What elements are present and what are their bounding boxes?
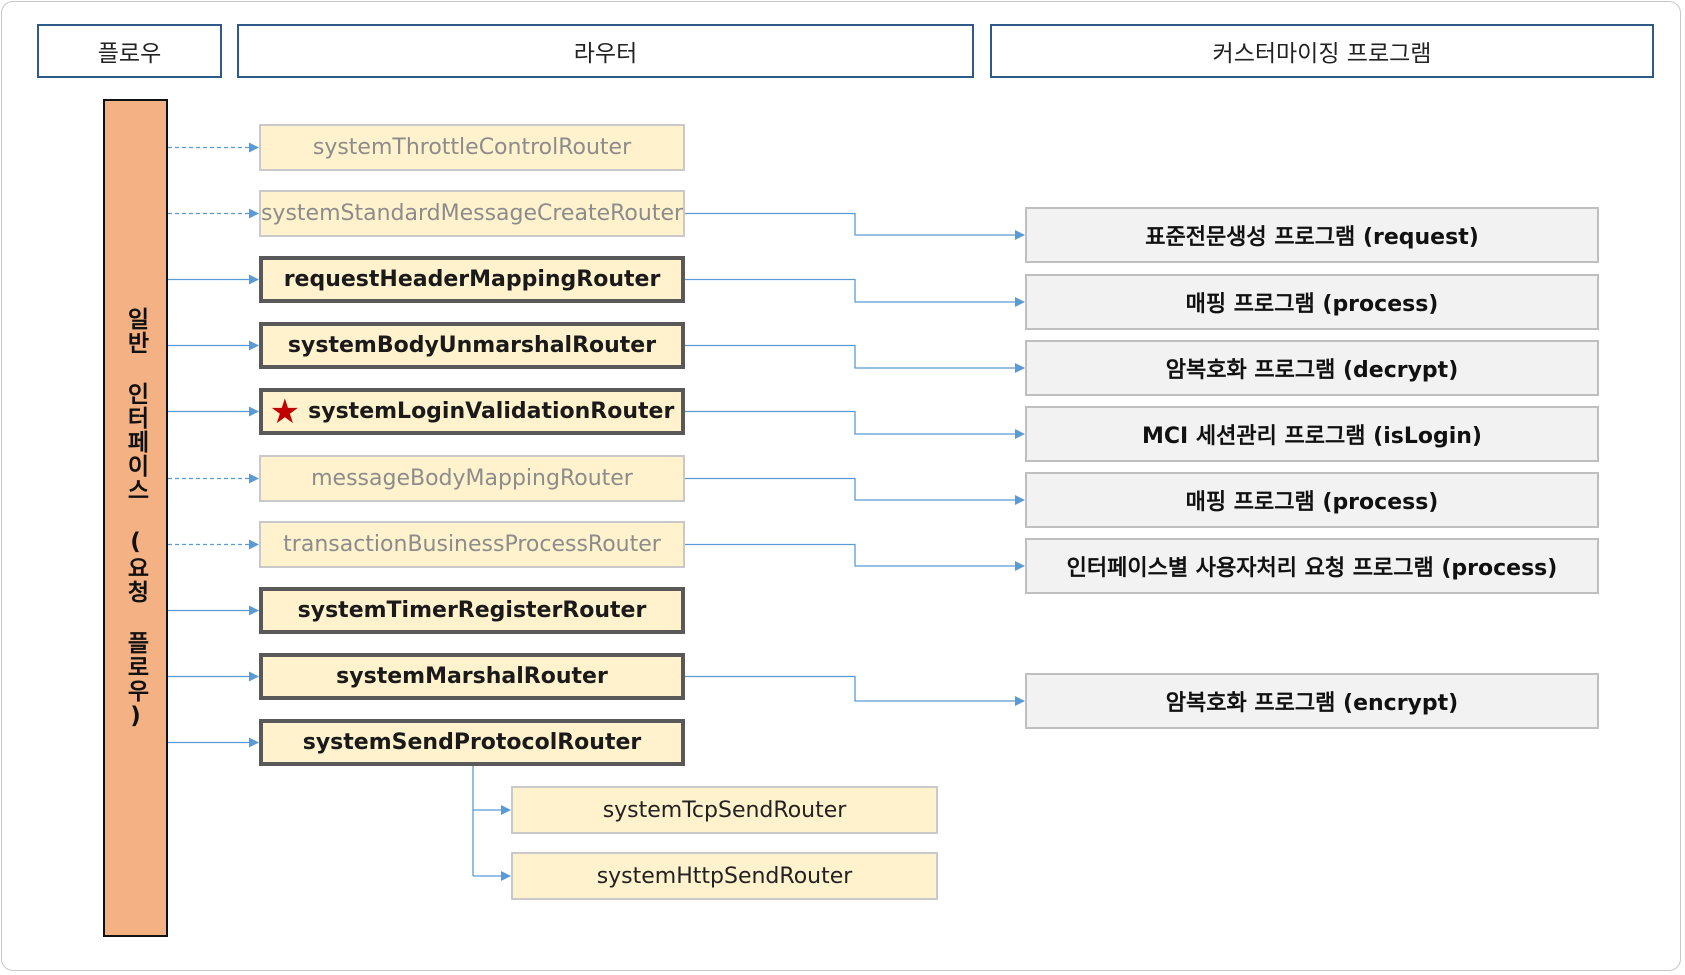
router-to-program-connector	[685, 675, 1025, 706]
router-box: systemTimerRegisterRouter	[259, 587, 685, 634]
router-to-program-connector	[685, 410, 1025, 439]
router-label: transactionBusinessProcessRouter	[283, 532, 661, 557]
header-router: 라우터	[237, 24, 974, 78]
router-label: systemMarshalRouter	[336, 664, 608, 689]
router-box: transactionBusinessProcessRouter	[259, 521, 685, 568]
router-label: systemThrottleControlRouter	[312, 135, 632, 160]
header-flow: 플로우	[37, 24, 222, 78]
header-custom-program: 커스터마이징 프로그램	[990, 24, 1654, 78]
red-star-icon: ★	[269, 391, 301, 432]
router-to-program-connector	[685, 212, 1025, 240]
router-label: systemLoginValidationRouter	[308, 399, 675, 424]
router-box: ★ systemLoginValidationRouter	[259, 388, 685, 435]
flow-bar: 일반 인터페이스 (요청 플로우)	[103, 99, 168, 937]
program-box: 인터페이스별 사용자처리 요청 프로그램 (process)	[1025, 538, 1599, 594]
sub-router-box: systemHttpSendRouter	[511, 852, 938, 900]
router-box: systemSendProtocolRouter	[259, 719, 685, 766]
program-box: 매핑 프로그램 (process)	[1025, 274, 1599, 330]
program-box: 암복호화 프로그램 (decrypt)	[1025, 340, 1599, 396]
program-box: 매핑 프로그램 (process)	[1025, 472, 1599, 528]
router-to-program-connector	[685, 543, 1025, 571]
router-to-program-connector	[685, 344, 1025, 373]
router-to-program-connector	[685, 278, 1025, 307]
router-label: systemStandardMessageCreateRouter	[260, 201, 684, 226]
router-box: systemBodyUnmarshalRouter	[259, 322, 685, 369]
router-box: messageBodyMappingRouter	[259, 455, 685, 502]
router-box: requestHeaderMappingRouter	[259, 256, 685, 303]
flow-bar-label: 일반 인터페이스 (요청 플로우)	[122, 306, 149, 730]
router-label: messageBodyMappingRouter	[311, 466, 633, 491]
router-label: systemBodyUnmarshalRouter	[287, 333, 657, 358]
router-box: systemThrottleControlRouter	[259, 124, 685, 171]
program-box: 암복호화 프로그램 (encrypt)	[1025, 673, 1599, 729]
program-box: 표준전문생성 프로그램 (request)	[1025, 207, 1599, 263]
router-label: systemSendProtocolRouter	[302, 730, 642, 755]
router-box: systemMarshalRouter	[259, 653, 685, 700]
router-label: systemTimerRegisterRouter	[297, 598, 647, 623]
program-box: MCI 세션관리 프로그램 (isLogin)	[1025, 406, 1599, 462]
router-to-program-connector	[685, 477, 1025, 505]
router-box: systemStandardMessageCreateRouter	[259, 190, 685, 237]
router-label: requestHeaderMappingRouter	[283, 267, 661, 292]
sub-router-box: systemTcpSendRouter	[511, 786, 938, 834]
